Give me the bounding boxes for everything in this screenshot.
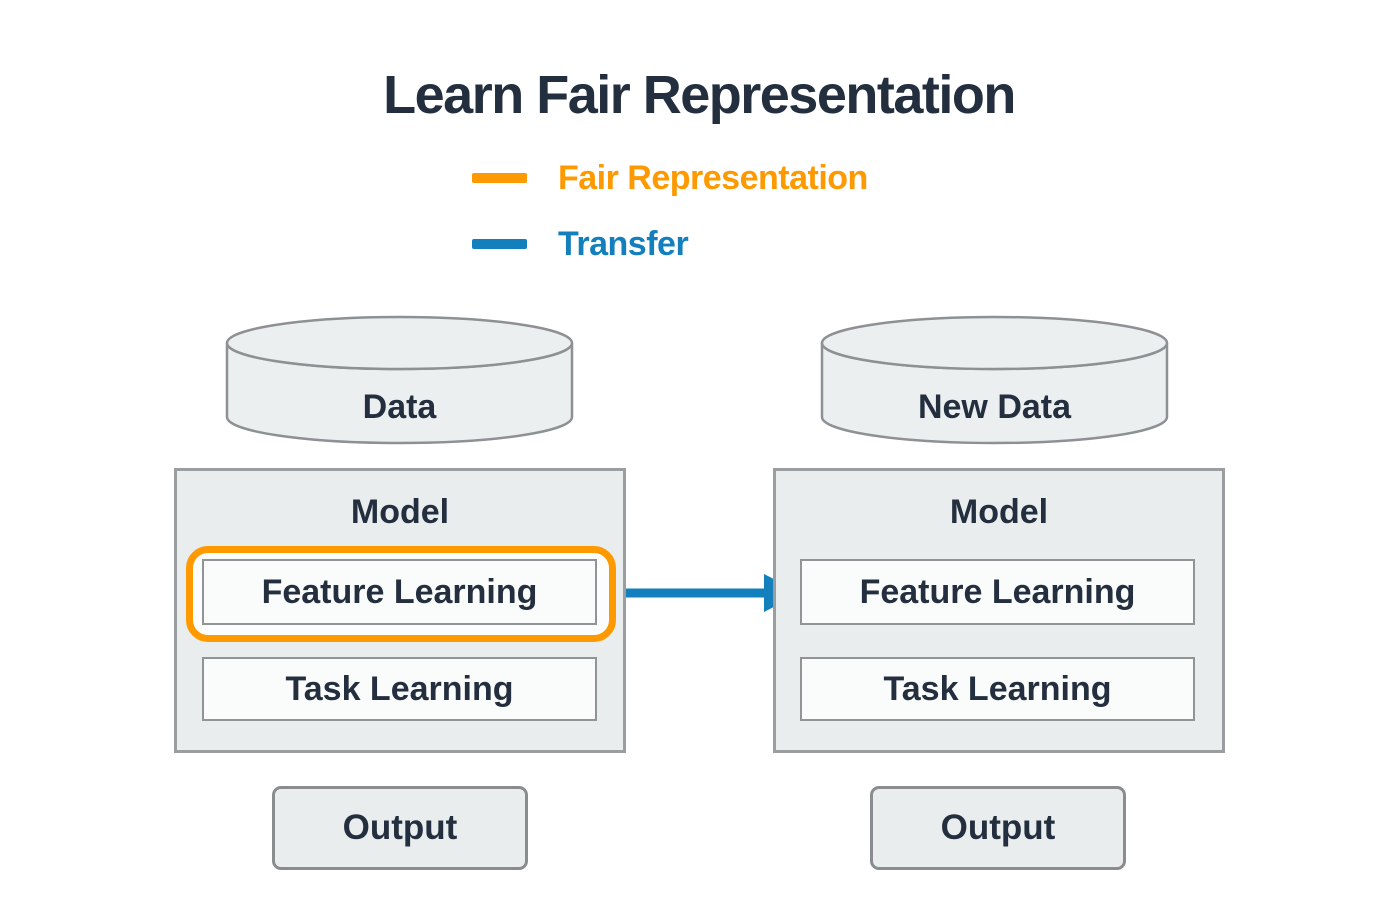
- transfer-line-swatch-icon: [472, 239, 527, 249]
- legend-item-fair-representation: Fair Representation: [472, 156, 868, 200]
- legend-item-transfer: Transfer: [472, 222, 868, 266]
- source-feature-learning-box: Feature Learning: [202, 559, 597, 625]
- source-task-learning-box: Task Learning: [202, 657, 597, 721]
- target-task-learning-box: Task Learning: [800, 657, 1195, 721]
- legend-label-fair-representation: Fair Representation: [558, 158, 868, 197]
- fair-representation-line-swatch-icon: [472, 173, 527, 183]
- legend: Fair Representation Transfer: [472, 156, 868, 288]
- target-output-box: Output: [870, 786, 1126, 870]
- source-output-box: Output: [272, 786, 528, 870]
- legend-label-transfer: Transfer: [558, 224, 689, 263]
- target-feature-learning-box: Feature Learning: [800, 559, 1195, 625]
- diagram-title: Learn Fair Representation: [383, 65, 1016, 125]
- source-model-title: Model: [350, 493, 450, 531]
- data-cylinder-label: Data: [362, 388, 437, 426]
- target-model-title: Model: [949, 493, 1049, 531]
- new-data-cylinder-label: New Data: [917, 388, 1072, 426]
